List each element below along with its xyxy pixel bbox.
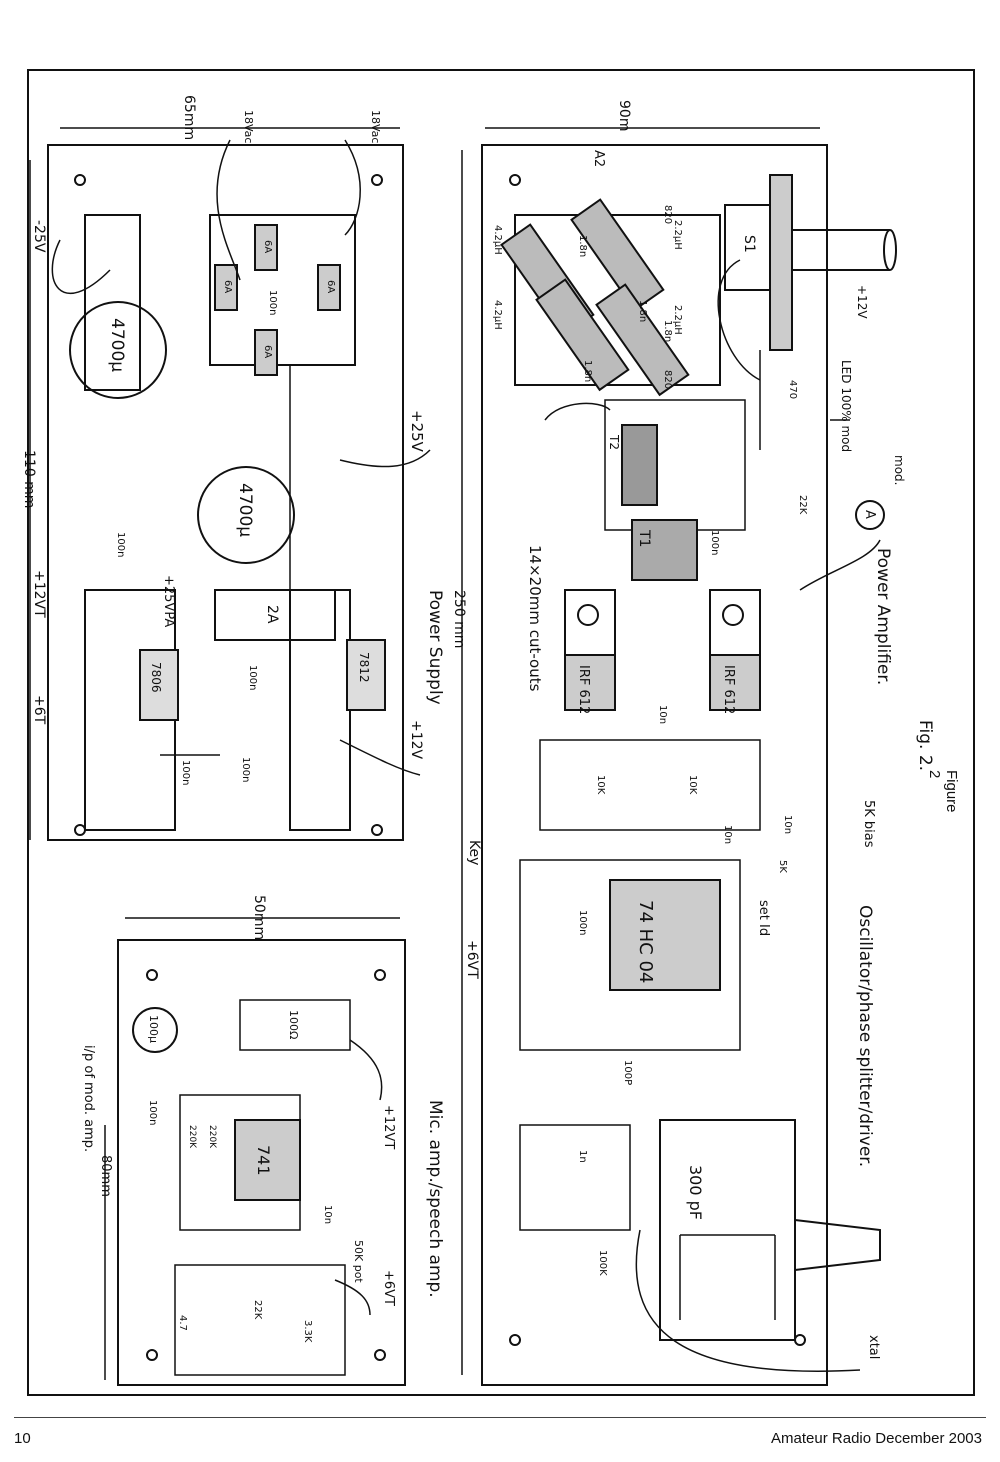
pa-l4: 2.2µH — [672, 305, 683, 335]
pa-fet2: IRF 612 — [721, 665, 736, 714]
ps-label-plus6t: +6T — [31, 695, 47, 725]
pa-r10k-a: 10K — [595, 775, 606, 795]
ps-label-plus25vpa: +25VPA — [161, 575, 176, 627]
pa-cutouts: 14×20mm cut-outs — [526, 545, 544, 692]
pa-l2: 4.2µH — [492, 300, 503, 330]
power-amplifier-board — [461, 127, 897, 1386]
ps-cap2-label: 4700µ — [235, 483, 255, 537]
pa-c820-a: 820 — [662, 205, 673, 224]
pa-title: Power Amplifier. — [873, 548, 893, 685]
pa-c18n-d: 1.8n — [662, 320, 673, 342]
pa-dim-width: 90m — [616, 100, 632, 131]
page-number: 10 — [14, 1430, 31, 1447]
mic-r3k3: 3.3K — [302, 1320, 313, 1343]
pa-c18n-b: 1.8n — [637, 300, 648, 322]
ps-label-plus12v: +12V — [408, 720, 424, 760]
mic-plus6vt: +6VT — [381, 1270, 396, 1306]
ps-dim-width: 65mm — [181, 95, 197, 140]
mic-input: i/p of mod. amp. — [81, 1045, 96, 1152]
osc-xtal: xtal — [866, 1335, 881, 1359]
footer-divider — [14, 1417, 986, 1418]
mic-ic: 741 — [254, 1145, 273, 1176]
power-supply-board — [29, 127, 431, 841]
ps-title: Power Supply — [425, 590, 445, 705]
ps-label-minus25: -25V — [31, 220, 47, 253]
mic-dim-width: 50mm — [251, 895, 267, 940]
pa-r470: 470 — [787, 380, 798, 399]
mic-c47: 4.7 — [177, 1315, 188, 1331]
ps-reg1-label: 7806 — [149, 662, 163, 693]
mic-r22k: 22K — [252, 1300, 263, 1320]
mic-r100: 100Ω — [287, 1010, 300, 1039]
ps-diode2: 6A — [262, 240, 273, 253]
mic-pot: 50K pot — [352, 1240, 365, 1283]
ps-cap1-label: 4700µ — [107, 318, 127, 372]
ps-diode3: 6A — [262, 345, 273, 358]
osc-c100n: 100n — [577, 910, 588, 935]
ps-c100n-a: 100n — [115, 532, 126, 557]
osc-plus6vt: +6VT — [464, 940, 480, 979]
mic-r220k-a: 220K — [187, 1125, 197, 1149]
ps-c100n-b: 100n — [247, 665, 258, 690]
pa-c18n-c: 1.8n — [582, 360, 593, 382]
mic-c10n: 10n — [322, 1205, 333, 1224]
osc-key: Key — [466, 840, 482, 865]
pa-c10n-b: 10n — [722, 825, 733, 844]
pa-bias: 5K bias — [861, 800, 876, 848]
pa-fet1: IRF 612 — [576, 665, 591, 714]
ps-label-ac2: 18Vac — [369, 110, 382, 143]
ps-c100n-c: 100n — [180, 760, 191, 785]
ps-diode4: 6A — [325, 280, 336, 293]
ps-reg2-label: 7812 — [357, 652, 371, 683]
osc-set-id: set Id — [756, 900, 771, 936]
pa-plus12v: +12V — [855, 285, 869, 319]
figure-title: Fig. 2. — [915, 720, 935, 771]
ps-c100n-e: 100n — [267, 290, 278, 315]
mic-c100n: 100n — [147, 1100, 158, 1125]
osc-pot: 5K — [777, 860, 788, 873]
pa-l1: 4.2µH — [492, 225, 503, 255]
osc-c300p: 300 pF — [686, 1165, 705, 1220]
ps-dim-length: 110 mm — [21, 450, 37, 508]
mic-c100u: 100µ — [147, 1015, 160, 1043]
osc-c100p: 100P — [622, 1060, 633, 1085]
pa-meter: A — [862, 510, 877, 519]
pa-s1: S1 — [741, 235, 757, 253]
ps-diode1: 6A — [222, 280, 233, 293]
osc-title: Oscillator/phase splitter/driver. — [855, 905, 875, 1167]
pa-c100n: 100n — [709, 530, 720, 555]
ps-c100n-d: 100n — [240, 757, 251, 782]
ps-label-plus12vt: +12VT — [31, 570, 47, 618]
pa-a2: A2 — [591, 150, 606, 167]
pa-r22k: 22K — [797, 495, 808, 515]
pa-t1: T1 — [636, 529, 652, 547]
figure-caption: Figure 2 — [926, 770, 960, 813]
figure-frame — [27, 69, 975, 1396]
pa-mod: mod. — [892, 455, 906, 485]
pa-c10n-a: 10n — [657, 705, 668, 724]
osc-r100k: 100K — [597, 1250, 608, 1276]
ps-label-ac1: 18Vac — [242, 110, 255, 143]
pa-c10n-c: 10n — [782, 815, 793, 834]
pa-c820-b: 820 — [662, 370, 673, 389]
pa-dim-length: 250 mm — [451, 590, 467, 648]
pa-c18n-a: 1.8n — [577, 235, 588, 257]
publication-footer: Amateur Radio December 2003 — [771, 1430, 982, 1447]
mic-plus12vt: +12VT — [381, 1105, 396, 1149]
mic-amp-board — [104, 917, 406, 1386]
pa-led: LED 100% mod — [839, 360, 853, 452]
mic-title: Mic. amp./speech amp. — [425, 1100, 445, 1298]
ps-label-plus25: +25V — [408, 410, 426, 453]
mic-r220k-b: 220K — [207, 1125, 217, 1149]
osc-c1n: 1n — [577, 1150, 588, 1163]
pa-t2: T2 — [607, 434, 621, 450]
ps-fuse-label: 2A — [264, 605, 280, 624]
mic-dim-length: 80mm — [98, 1155, 113, 1197]
pa-l3: 2.2µH — [672, 220, 683, 250]
osc-ic: 74 HC 04 — [635, 900, 656, 983]
pa-r10k-b: 10K — [687, 775, 698, 795]
